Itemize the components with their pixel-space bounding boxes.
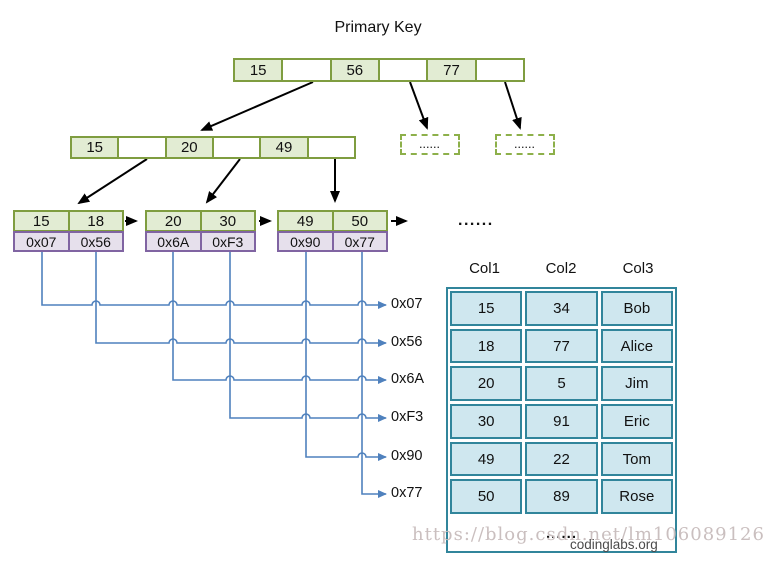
internal-key-cell: 49 xyxy=(259,138,307,157)
table-cell: 50 xyxy=(450,479,523,515)
internal-pointer-cell xyxy=(117,138,164,157)
more-leaves-ellipsis: ...... xyxy=(458,212,494,229)
root-node: 15 56 77 xyxy=(233,58,525,82)
table-cell: 30 xyxy=(450,404,523,439)
column-header-col2: Col2 xyxy=(545,259,577,277)
table-row: 30 91 Eric xyxy=(450,404,673,439)
csdn-watermark-text: https://blog.csdn.net/lm1060891265 xyxy=(412,524,766,545)
root-key-cell: 77 xyxy=(426,60,475,80)
leaf-node-1: 15 18 0x07 0x56 xyxy=(13,210,124,252)
record-address-label: 0x90 xyxy=(391,448,423,464)
dashed-node: ...... xyxy=(495,134,555,155)
record-address-label: 0x77 xyxy=(391,485,423,501)
record-address-label: 0xF3 xyxy=(391,409,424,425)
root-key-cell: 15 xyxy=(235,60,282,80)
root-pointer-cell xyxy=(377,60,426,80)
leaf-node-2: 20 30 0x6A 0xF3 xyxy=(145,210,256,252)
leaf-key-cell: 30 xyxy=(199,212,255,230)
arrow-root-to-internal xyxy=(200,81,314,131)
column-header-col3: Col3 xyxy=(622,259,654,277)
pointer-line-0x90 xyxy=(305,252,387,461)
table-cell: 49 xyxy=(450,441,523,477)
leaf-pointer-row: 0x07 0x56 xyxy=(13,231,124,252)
record-address-label: 0x56 xyxy=(391,334,423,350)
pointer-line-0x77 xyxy=(361,252,387,498)
table-row: 15 34 Bob xyxy=(450,291,673,326)
record-address-label: 0x6A xyxy=(391,371,425,387)
arrow-internal-to-leaf-1 xyxy=(77,158,148,205)
leaf-pointer-cell: 0x6A xyxy=(157,233,190,250)
internal-pointer-cell xyxy=(211,138,259,157)
column-header-col1: Col1 xyxy=(469,259,500,277)
table-cell: 18 xyxy=(450,328,523,364)
diagram-title: Primary Key xyxy=(334,19,422,36)
table-row: 50 89 Rose xyxy=(450,479,673,515)
table-cell: Tom xyxy=(600,441,673,477)
table-row: 20 5 Jim xyxy=(450,366,673,402)
table-cell: Jim xyxy=(600,366,673,402)
pointer-line-0x6A xyxy=(172,252,387,384)
leaf-key-row: 15 18 xyxy=(13,210,124,232)
table-row: 49 22 Tom xyxy=(450,441,673,477)
leaf-key-row: 49 50 xyxy=(277,210,388,232)
leaf-key-row: 20 30 xyxy=(145,210,256,232)
leaf-node-3: 49 50 0x90 0x77 xyxy=(277,210,388,252)
table-cell: 89 xyxy=(525,479,598,515)
root-pointer-cell xyxy=(474,60,523,80)
pointer-line-0x56 xyxy=(95,252,387,347)
internal-pointer-cell xyxy=(306,138,354,157)
leaf-key-cell: 50 xyxy=(331,212,387,230)
table-cell: 77 xyxy=(525,328,598,364)
table-row: 18 77 Alice xyxy=(450,328,673,364)
pointer-line-0x07 xyxy=(41,252,387,309)
internal-key-cell: 20 xyxy=(164,138,212,157)
record-pointer-lines xyxy=(41,252,387,498)
table-cell: Bob xyxy=(600,291,673,326)
data-table: 15 34 Bob 18 77 Alice 20 5 Jim 30 91 Eri… xyxy=(446,287,677,553)
table-cell: 20 xyxy=(450,366,523,402)
internal-key-cell: 15 xyxy=(72,138,118,157)
leaf-pointer-cell: 0x07 xyxy=(26,233,57,250)
table-cell: 91 xyxy=(525,404,598,439)
table-cell: 34 xyxy=(525,291,598,326)
pointer-line-0xF3 xyxy=(229,252,387,422)
arrow-root-to-dashed-1 xyxy=(409,81,429,130)
leaf-pointer-cell: 0x77 xyxy=(331,233,387,250)
table-cell: Rose xyxy=(600,479,673,515)
table-cell: Eric xyxy=(600,404,673,439)
root-pointer-cell xyxy=(281,60,329,80)
leaf-key-cell: 15 xyxy=(32,212,50,230)
table-footer-ellipsis: ...... xyxy=(545,524,577,542)
leaf-key-cell: 49 xyxy=(296,212,314,230)
table-cell: 22 xyxy=(525,441,598,477)
leaf-pointer-cell: 0x56 xyxy=(67,233,123,250)
table-cell: 5 xyxy=(525,366,598,402)
arrow-internal-to-leaf-2 xyxy=(205,158,241,204)
dashed-node: ...... xyxy=(400,134,460,155)
leaf-key-cell: 18 xyxy=(67,212,123,230)
arrow-root-to-dashed-2 xyxy=(504,81,522,130)
codinglabs-watermark-text: codinglabs.org xyxy=(570,537,658,552)
root-key-cell: 56 xyxy=(329,60,378,80)
leaf-pointer-cell: 0xF3 xyxy=(199,233,255,250)
leaf-pointer-cell: 0x90 xyxy=(290,233,321,250)
record-address-label: 0x07 xyxy=(391,296,423,312)
table-cell: Alice xyxy=(600,328,673,364)
leaf-key-cell: 20 xyxy=(164,212,182,230)
table-cell: 15 xyxy=(450,291,523,326)
leaf-pointer-row: 0x90 0x77 xyxy=(277,231,388,252)
internal-node: 15 20 49 xyxy=(70,136,356,159)
leaf-pointer-row: 0x6A 0xF3 xyxy=(145,231,256,252)
